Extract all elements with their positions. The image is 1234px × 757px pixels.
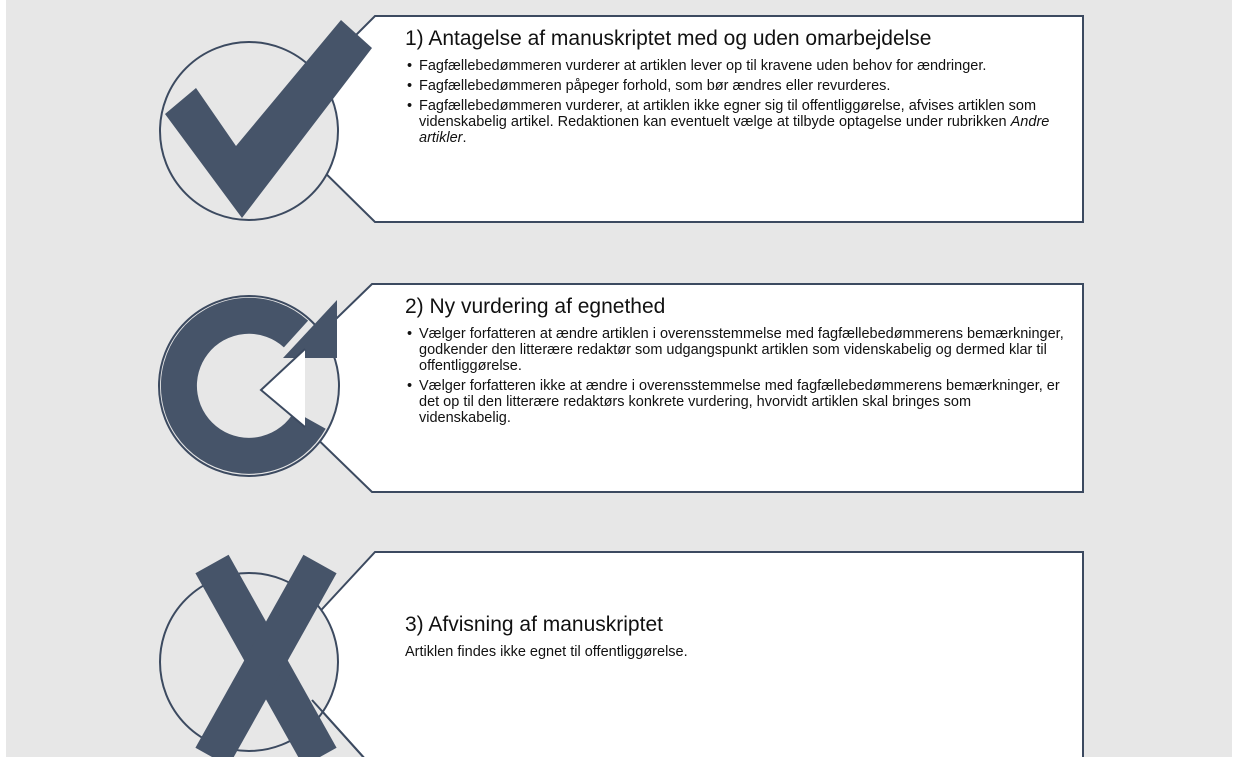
step-1-bullet-3-tail: . [462, 130, 467, 146]
step-3-title: 3) Afvisning af manuskriptet [405, 613, 663, 636]
step-2-bullet-1-text: Vælger forfatteren at ændre artiklen i o… [419, 326, 1064, 374]
step-1-bullet-2-text: Fagfællebedømmeren påpeger forhold, som … [419, 78, 891, 94]
step-1-bullets: Fagfællebedømmeren vurderer at artiklen … [405, 58, 1065, 146]
step-1-bullet-3: Fagfællebedømmeren vurderer, at artiklen… [405, 98, 1065, 146]
rubric-name: Andre artikler [419, 114, 1050, 146]
checkmark-icon [159, 20, 372, 221]
step-1-bullet-1-text: Fagfællebedømmeren vurderer at artiklen … [419, 58, 987, 74]
step-2-bullet-2: Vælger forfatteren ikke at ændre i overe… [405, 378, 1065, 426]
cross-icon [159, 554, 365, 757]
circular-arrow-icon [158, 295, 340, 477]
step-3-content: 3) Afvisning af manuskriptet Artiklen fi… [405, 612, 1065, 661]
step-2-bullet-1: Vælger forfatteren at ændre artiklen i o… [405, 326, 1065, 374]
step-2-bullet-2-text: Vælger forfatteren ikke at ændre i overe… [419, 378, 1060, 426]
step-2-title: 2) Ny vurdering af egnethed [405, 295, 666, 318]
step-1-bullet-3-text: Fagfællebedømmeren vurderer, at artiklen… [419, 98, 1037, 130]
step-2-bullets: Vælger forfatteren at ændre artiklen i o… [405, 326, 1065, 426]
step-3-body: Artiklen findes ikke egnet til offentlig… [405, 644, 688, 660]
step-2-content: 2) Ny vurdering af egnethed Vælger forfa… [405, 294, 1065, 430]
step-1-title: 1) Antagelse af manuskriptet med og uden… [405, 27, 932, 50]
step-1-bullet-2: Fagfællebedømmeren påpeger forhold, som … [405, 78, 1065, 94]
step-1-content: 1) Antagelse af manuskriptet med og uden… [405, 26, 1065, 150]
step-1-bullet-1: Fagfællebedømmeren vurderer at artiklen … [405, 58, 1065, 74]
